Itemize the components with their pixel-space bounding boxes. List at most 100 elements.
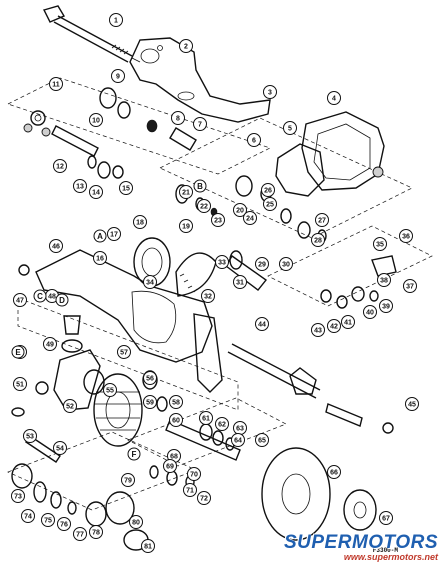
- callout-circle: [243, 211, 257, 225]
- callout-5: 5: [283, 121, 297, 135]
- callout-label: 20: [236, 208, 244, 215]
- callout-31: 31: [233, 275, 247, 289]
- callout-label: 2: [184, 44, 188, 51]
- callout-label: 51: [16, 382, 24, 389]
- callout-label: 42: [330, 324, 338, 331]
- callout-label: 38: [380, 278, 388, 285]
- callout-78: 78: [89, 525, 103, 539]
- callout-label: 19: [182, 224, 190, 231]
- callout-label: 4: [332, 96, 336, 103]
- callout-circle: [187, 467, 201, 481]
- callout-circle: [141, 539, 155, 553]
- callout-label: 73: [14, 494, 22, 501]
- callout-72: 72: [197, 491, 211, 505]
- callout-letter-label: E: [15, 348, 21, 357]
- callout-letter-circle: [193, 179, 207, 193]
- callout-77: 77: [73, 527, 87, 541]
- callout-circle: [93, 251, 107, 265]
- upper-left-hardware: [23, 87, 197, 179]
- callout-label: 43: [314, 328, 322, 335]
- callout-8: 8: [171, 111, 185, 125]
- callout-53: 53: [23, 429, 37, 443]
- callout-label: 29: [258, 262, 266, 269]
- callout-circle: [263, 85, 277, 99]
- callout-64: 64: [231, 433, 245, 447]
- callout-circle: [53, 159, 67, 173]
- callout-circle: [109, 13, 123, 27]
- callout-14: 14: [89, 185, 103, 199]
- callout-67: 67: [379, 511, 393, 525]
- callout-label: 74: [24, 514, 32, 521]
- callout-label: 24: [246, 216, 254, 223]
- callout-20: 20: [233, 203, 247, 217]
- callout-43: 43: [311, 323, 325, 337]
- callout-circle: [215, 417, 229, 431]
- callout-label: 23: [214, 218, 222, 225]
- callout-label: 7: [198, 122, 202, 129]
- callout-80: 80: [129, 515, 143, 529]
- callout-circle: [315, 213, 329, 227]
- callout-label: 12: [56, 164, 64, 171]
- callout-32: 32: [201, 289, 215, 303]
- callout-circle: [233, 203, 247, 217]
- callout-label: 39: [382, 304, 390, 311]
- callout-label: 64: [234, 438, 242, 445]
- callout-circle: [215, 255, 229, 269]
- callout-69: 69: [163, 459, 177, 473]
- callout-71: 71: [183, 483, 197, 497]
- callout-39: 39: [379, 299, 393, 313]
- callout-circle: [231, 433, 245, 447]
- callout-label: 48: [48, 294, 56, 301]
- callout-label: 14: [92, 190, 100, 197]
- callout-circle: [233, 275, 247, 289]
- callout-74: 74: [21, 509, 35, 523]
- callout-circle: [57, 517, 71, 531]
- callout-letter-circle: [55, 293, 69, 307]
- callout-label: 56: [146, 376, 154, 383]
- callout-circle: [119, 181, 133, 195]
- callout-label: 33: [218, 260, 226, 267]
- callout-letter-label: A: [97, 232, 103, 241]
- callout-circle: [373, 237, 387, 251]
- callout-circle: [363, 305, 377, 319]
- callout-58: 58: [169, 395, 183, 409]
- lower-left-hub-parts: [11, 463, 149, 551]
- callout-letter-d: D: [55, 293, 69, 307]
- callout-57: 57: [117, 345, 131, 359]
- callout-label: 72: [200, 496, 208, 503]
- callout-label: 76: [60, 522, 68, 529]
- callout-28: 28: [311, 233, 325, 247]
- callout-33: 33: [215, 255, 229, 269]
- callout-label: 40: [366, 310, 374, 317]
- callout-label: 44: [258, 322, 266, 329]
- callout-12: 12: [53, 159, 67, 173]
- reference-code: F3300-M: [373, 547, 399, 554]
- callout-circle: [89, 113, 103, 127]
- callout-label: 69: [166, 464, 174, 471]
- callout-label: 35: [376, 242, 384, 249]
- callout-label: 13: [76, 184, 84, 191]
- callout-4: 4: [327, 91, 341, 105]
- callout-61: 61: [199, 411, 213, 425]
- callout-16: 16: [93, 251, 107, 265]
- callout-circle: [89, 185, 103, 199]
- callout-49: 49: [43, 337, 57, 351]
- callout-label: 49: [46, 342, 54, 349]
- callout-letter-label: F: [132, 450, 137, 459]
- callout-circle: [179, 185, 193, 199]
- callout-40: 40: [363, 305, 377, 319]
- callout-letter-f: F: [127, 447, 141, 461]
- callout-79: 79: [121, 473, 135, 487]
- callout-circle: [327, 91, 341, 105]
- callout-29: 29: [255, 257, 269, 271]
- callout-56: 56: [143, 371, 157, 385]
- callout-circle: [255, 433, 269, 447]
- callout-circle: [143, 395, 157, 409]
- callout-1: 1: [109, 13, 123, 27]
- callout-letter-label: D: [59, 296, 65, 305]
- callout-11: 11: [49, 77, 63, 91]
- callout-label: 18: [136, 220, 144, 227]
- callout-letter-circle: [11, 345, 25, 359]
- part-5-gasket: [275, 143, 325, 197]
- callout-label: 26: [264, 188, 272, 195]
